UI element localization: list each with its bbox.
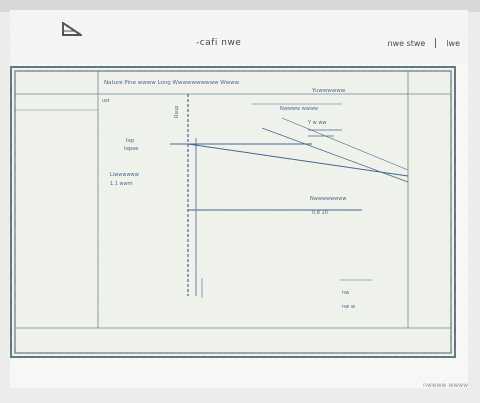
- mid-note-title: Nwwwwwwww: [310, 196, 346, 202]
- sheet-border: [14, 70, 452, 354]
- status-footer: nwwww wwww: [423, 382, 468, 389]
- app-title: -cafi nwe: [196, 38, 242, 48]
- diagonal-line-2: [261, 127, 409, 183]
- drawing-sheet[interactable]: Nature Pine wwww Long Wwwwwwwwww Wwww Yu…: [10, 66, 456, 358]
- lower-note-2: nw w: [342, 304, 355, 310]
- left-label-group-b: 1.1 wwm: [110, 181, 133, 187]
- center-label: Rsup: [174, 106, 180, 118]
- toolbar-item-right[interactable]: lwe: [446, 38, 460, 48]
- title-block-text: Nature Pine wwww Long Wwwwwwwwww Wwww: [104, 80, 240, 86]
- left-label-2: tepee: [124, 146, 138, 152]
- triangle-drafting-icon[interactable]: [62, 22, 82, 36]
- app-window: -cafi nwe nwe stwe lwe: [10, 10, 468, 388]
- upper-note-sub: Y w ww: [307, 120, 327, 126]
- left-label-group-a: Liwwwwww: [110, 172, 139, 178]
- left-note: ust: [102, 98, 110, 104]
- diagonal-line-3: [281, 117, 409, 171]
- diagonal-line-1: [187, 143, 409, 177]
- toolbar-separator: [435, 38, 437, 48]
- lower-note-1: nw: [342, 290, 349, 296]
- monitor-bezel: [0, 0, 480, 12]
- drawing-canvas[interactable]: Nature Pine wwww Long Wwwwwwwwww Wwww Yu…: [12, 68, 454, 356]
- toolbar: nwe stwe lwe: [387, 38, 460, 48]
- app-header: -cafi nwe nwe stwe lwe: [10, 10, 468, 64]
- toolbar-item-left[interactable]: nwe stwe: [387, 38, 426, 48]
- title-block-sub: Yuwwwwww: [311, 88, 346, 94]
- mid-note-sub: 0.8 10: [312, 210, 328, 216]
- left-label-1: tep: [126, 138, 134, 144]
- upper-note-title: Nwwww wwww: [280, 106, 318, 112]
